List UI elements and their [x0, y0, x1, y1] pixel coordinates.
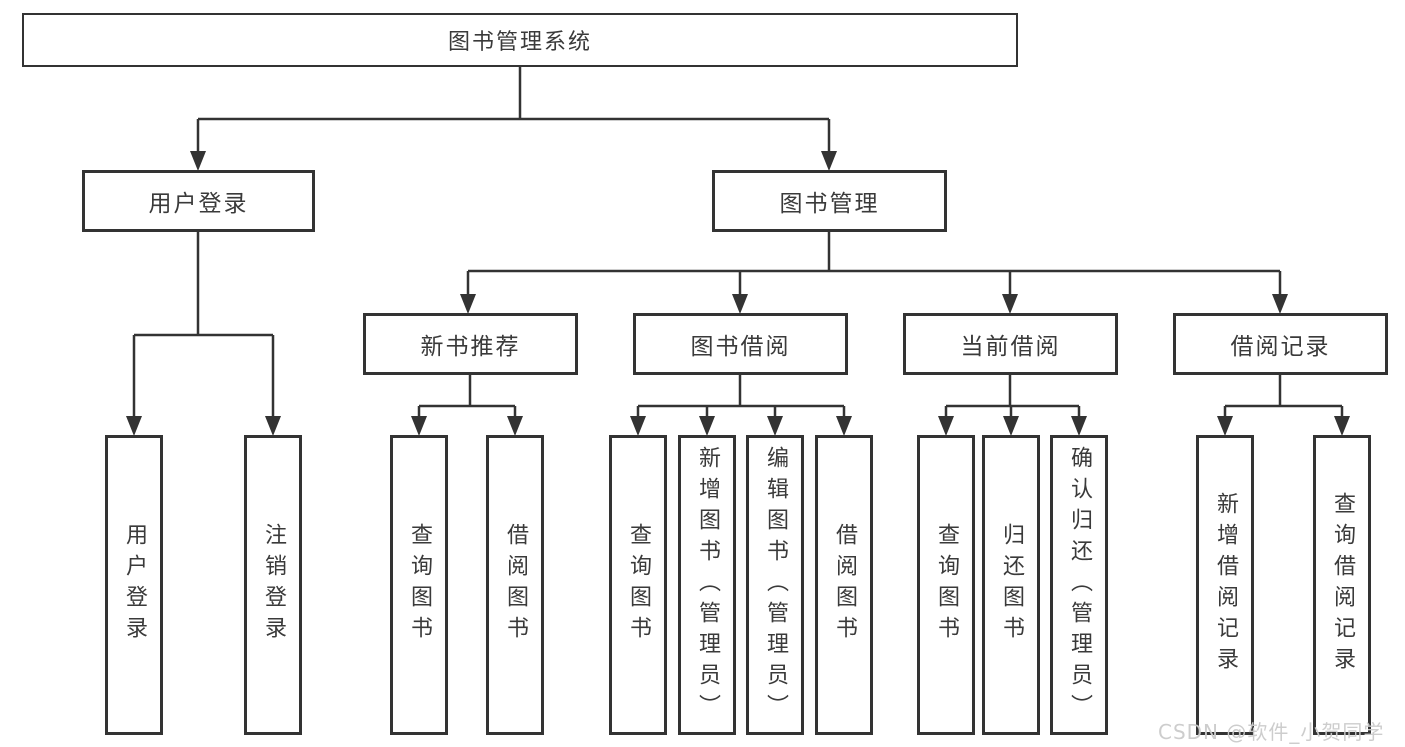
arrow-down-icon [190, 151, 206, 171]
arrow-down-icon [1071, 416, 1087, 436]
node-label: 图书管理 [779, 191, 880, 217]
node-label: 图书借阅 [690, 334, 791, 360]
node-label: 确认归还（管理员） [1067, 445, 1092, 725]
connector-current-borrow-children [944, 375, 1081, 418]
node-label: 新书推荐 [420, 334, 521, 360]
connector-book-management-children [466, 232, 1282, 296]
arrow-down-icon [1217, 416, 1233, 436]
leaf-current-confirm-return-admin: 确认归还（管理员） [1050, 435, 1108, 735]
leaf-current-return-books: 归还图书 [982, 435, 1040, 735]
node-borrowing-records: 借阅记录 [1173, 313, 1388, 375]
arrow-down-icon [1002, 294, 1018, 314]
node-label: 新增借阅记录 [1213, 492, 1238, 678]
node-label: 当前借阅 [960, 334, 1061, 360]
leaf-borrow-borrow-books: 借阅图书 [815, 435, 873, 735]
node-label: 借阅记录 [1230, 334, 1331, 360]
leaf-recommend-borrow-books: 借阅图书 [486, 435, 544, 735]
arrow-down-icon [938, 416, 954, 436]
node-label: 借阅图书 [503, 523, 528, 647]
arrow-down-icon [630, 416, 646, 436]
leaf-borrow-add-books-admin: 新增图书（管理员） [678, 435, 736, 735]
arrow-down-icon [126, 416, 142, 436]
arrow-down-icon [1334, 416, 1350, 436]
arrow-down-icon [460, 294, 476, 314]
node-label: 图书管理系统 [447, 30, 592, 55]
arrow-down-icon [411, 416, 427, 436]
watermark: CSDN @软件_小贺同学 [1158, 720, 1385, 744]
node-user-login: 用户登录 [82, 170, 315, 232]
leaf-borrow-query-books: 查询图书 [609, 435, 667, 735]
node-label: 编辑图书（管理员） [763, 445, 788, 725]
arrow-down-icon [265, 416, 281, 436]
node-new-book-recommend: 新书推荐 [363, 313, 578, 375]
arrow-down-icon [1003, 416, 1019, 436]
connector-borrow-record-children [1223, 375, 1344, 418]
arrow-down-icon [821, 151, 837, 171]
node-label: 归还图书 [999, 523, 1024, 647]
arrow-down-icon [507, 416, 523, 436]
node-book-management: 图书管理 [712, 170, 947, 232]
node-label: 查询图书 [626, 523, 651, 647]
node-book-borrowing: 图书借阅 [633, 313, 848, 375]
node-current-borrowing: 当前借阅 [903, 313, 1118, 375]
node-label: 查询图书 [934, 523, 959, 647]
arrow-down-icon [767, 416, 783, 436]
node-label: 注销登录 [261, 523, 286, 647]
leaf-records-add-record: 新增借阅记录 [1196, 435, 1254, 735]
arrow-down-icon [1272, 294, 1288, 314]
connector-new-book-children [417, 375, 517, 418]
connector-book-borrow-children [636, 375, 846, 418]
leaf-user-login: 用户登录 [105, 435, 163, 735]
leaf-current-query-books: 查询图书 [917, 435, 975, 735]
connector-user-login-children [132, 232, 275, 418]
node-label: 查询图书 [407, 523, 432, 647]
arrow-down-icon [836, 416, 852, 436]
leaf-records-query-record: 查询借阅记录 [1313, 435, 1371, 735]
node-label: 查询借阅记录 [1330, 492, 1355, 678]
leaf-recommend-query-books: 查询图书 [390, 435, 448, 735]
node-label: 用户登录 [148, 191, 249, 217]
leaf-logout: 注销登录 [244, 435, 302, 735]
node-root: 图书管理系统 [22, 13, 1018, 67]
node-label: 用户登录 [122, 523, 147, 647]
node-label: 借阅图书 [832, 523, 857, 647]
arrow-down-icon [699, 416, 715, 436]
connector-root-to-level2 [196, 67, 831, 153]
arrow-down-icon [732, 294, 748, 314]
leaf-borrow-edit-books-admin: 编辑图书（管理员） [746, 435, 804, 735]
node-label: 新增图书（管理员） [695, 445, 720, 725]
